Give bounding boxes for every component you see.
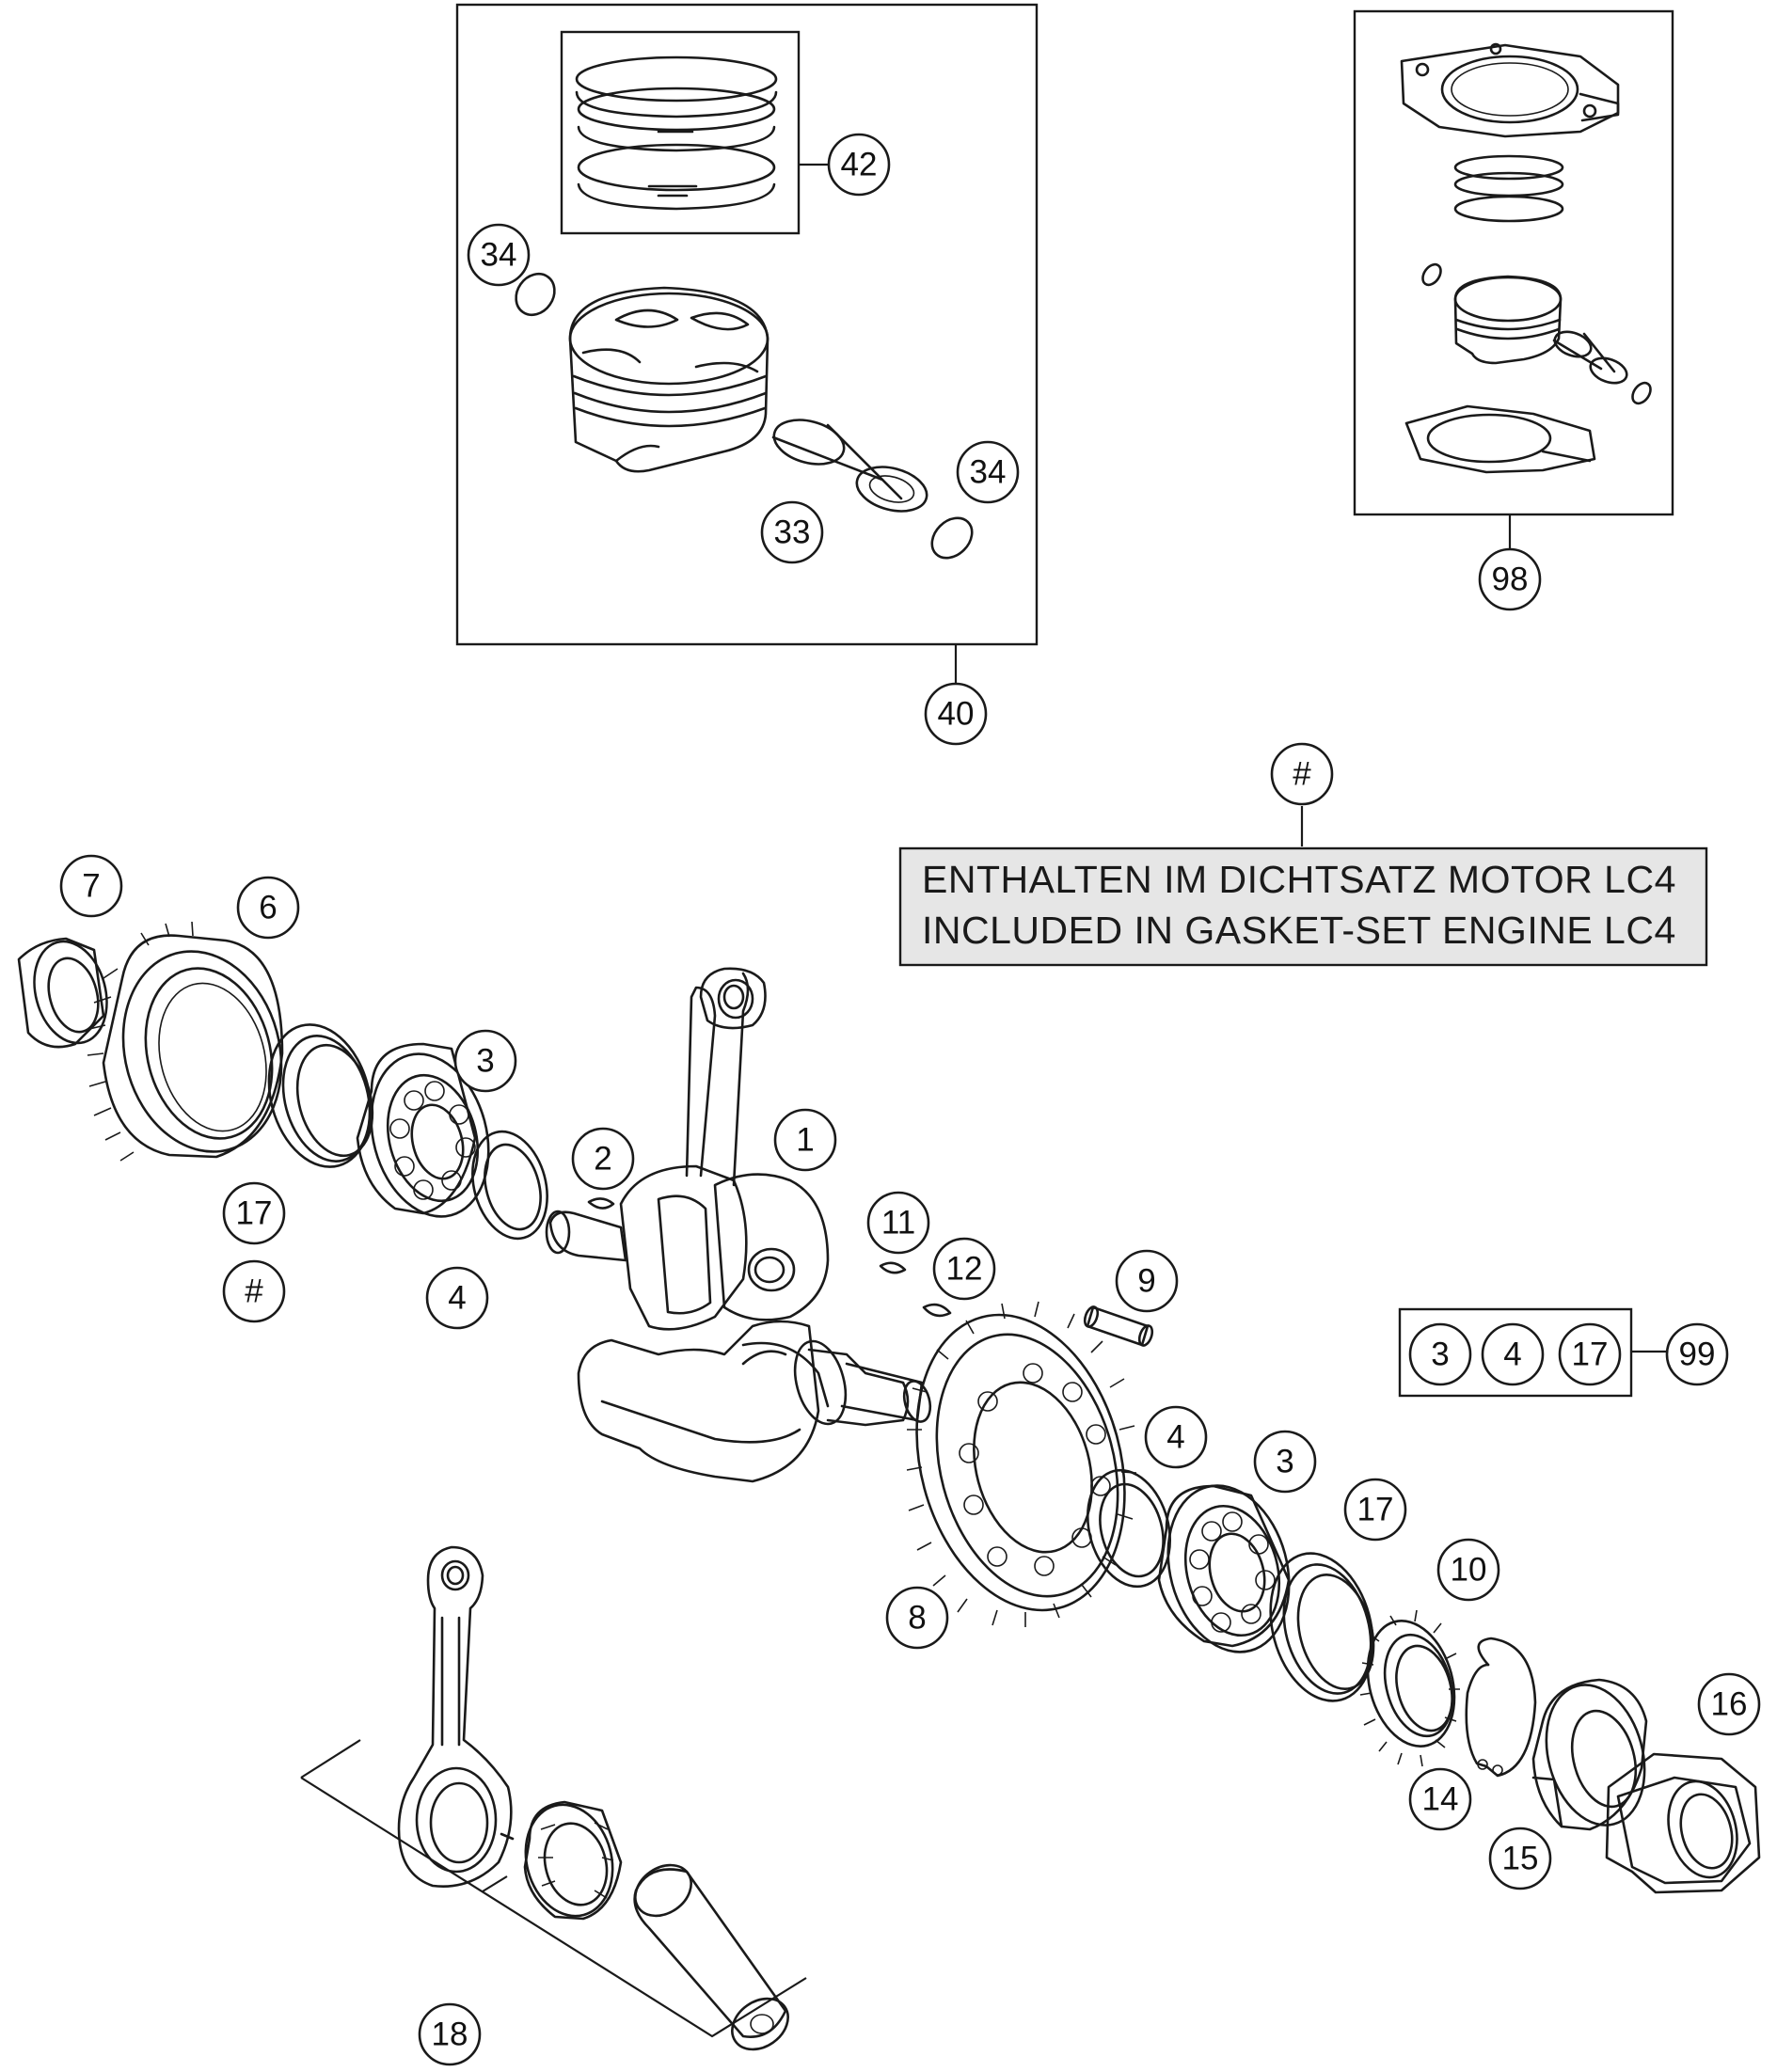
collar-drawing <box>17 937 108 1049</box>
callout: 99 <box>1665 1322 1729 1386</box>
bearing-set-group <box>1398 1307 1667 1398</box>
piston-ring-set-frame <box>560 30 801 235</box>
callout: 9 <box>1115 1249 1179 1313</box>
callout: 33 <box>760 500 824 564</box>
svg-text:12: 12 <box>946 1251 983 1288</box>
circlip-drawing <box>930 516 974 560</box>
svg-text:98: 98 <box>1492 561 1529 598</box>
timing-sprocket-drawing <box>906 1301 1137 1627</box>
piston-pin-drawing <box>771 419 928 513</box>
hex-nut-drawing <box>1605 1752 1761 1894</box>
crankshaft-drawing <box>545 967 932 1483</box>
svg-text:4: 4 <box>1503 1337 1521 1373</box>
callout: 14 <box>1408 1767 1472 1831</box>
callout: 7 <box>59 854 123 918</box>
set-member-callout: 3 <box>1408 1322 1472 1386</box>
callout: # <box>222 1259 286 1323</box>
callout: 16 <box>1697 1672 1761 1736</box>
svg-text:17: 17 <box>1572 1337 1609 1373</box>
circlip-drawing <box>515 272 556 317</box>
callout: 2 <box>571 1127 635 1191</box>
svg-text:99: 99 <box>1679 1337 1716 1373</box>
callout: 34 <box>467 223 531 287</box>
spring-washer-drawing <box>1531 1678 1648 1831</box>
svg-text:9: 9 <box>1137 1263 1155 1300</box>
woodruff-key-drawing <box>587 1197 615 1210</box>
svg-text:3: 3 <box>476 1043 494 1080</box>
callout: 3 <box>1253 1430 1317 1494</box>
svg-text:34: 34 <box>970 454 1007 491</box>
retaining-ring-drawing <box>1465 1637 1537 1778</box>
svg-text:#: # <box>1293 756 1311 793</box>
note-box <box>898 846 1708 967</box>
callout: 1 <box>773 1108 837 1172</box>
note-panel: ENTHALTEN IM DICHTSATZ MOTOR LC4 INCLUDE… <box>898 806 1708 967</box>
callout: 8 <box>885 1586 949 1650</box>
svg-text:17: 17 <box>236 1195 273 1232</box>
note-line-english: INCLUDED IN GASKET-SET ENGINE LC4 <box>922 909 1676 952</box>
callout: 11 <box>866 1191 930 1255</box>
callout: 40 <box>924 682 988 746</box>
callout: 3 <box>453 1029 517 1093</box>
shim-drawing <box>471 1130 548 1241</box>
svg-text:10: 10 <box>1451 1552 1487 1589</box>
head-gasket-drawing <box>1400 43 1620 138</box>
svg-text:17: 17 <box>1357 1492 1394 1528</box>
svg-text:18: 18 <box>432 2017 468 2053</box>
svg-text:3: 3 <box>1431 1337 1449 1373</box>
svg-text:4: 4 <box>448 1280 466 1317</box>
set-member-callout: 17 <box>1558 1322 1622 1386</box>
gasket-kit-frame <box>1353 9 1674 516</box>
svg-text:11: 11 <box>881 1205 915 1242</box>
callout: 12 <box>932 1237 996 1301</box>
woodruff-key-drawing <box>922 1303 952 1318</box>
callout: 98 <box>1478 547 1542 611</box>
svg-text:33: 33 <box>774 514 811 551</box>
piston-kit-group <box>455 3 1039 687</box>
svg-text:14: 14 <box>1422 1781 1459 1818</box>
svg-text:6: 6 <box>259 890 277 926</box>
gasket-kit-group <box>1353 9 1674 550</box>
callout: 18 <box>418 2002 482 2066</box>
callout: 4 <box>1144 1405 1208 1469</box>
small-sprocket-drawing <box>1359 1609 1460 1767</box>
dowel-pin-drawing <box>1083 1305 1154 1347</box>
ball-bearing-drawing <box>356 1042 490 1218</box>
callout: 4 <box>425 1266 489 1330</box>
svg-text:3: 3 <box>1276 1444 1293 1480</box>
note-marker-callout: # <box>1270 742 1334 806</box>
svg-text:#: # <box>245 1273 263 1310</box>
callout: 42 <box>827 133 891 197</box>
note-line-german: ENTHALTEN IM DICHTSATZ MOTOR LC4 <box>922 858 1676 901</box>
svg-text:15: 15 <box>1502 1841 1539 1877</box>
svg-text:34: 34 <box>481 237 517 274</box>
callout: 10 <box>1436 1538 1500 1602</box>
primary-gear-drawing <box>87 921 284 1162</box>
piston-kit-frame <box>455 3 1039 646</box>
woodruff-key-drawing <box>879 1261 907 1274</box>
callout: 17 <box>222 1181 286 1245</box>
svg-text:7: 7 <box>82 868 100 905</box>
piston-drawing <box>568 286 770 473</box>
svg-text:1: 1 <box>796 1122 814 1159</box>
connecting-rod-kit-drawing <box>300 1545 807 2051</box>
svg-text:8: 8 <box>908 1600 926 1637</box>
base-gasket-drawing <box>1404 404 1596 474</box>
shaft-seal-drawing <box>1269 1552 1375 1702</box>
svg-text:2: 2 <box>594 1141 611 1178</box>
svg-text:42: 42 <box>841 147 878 183</box>
shaft-seal-drawing <box>267 1023 374 1168</box>
svg-text:16: 16 <box>1711 1686 1748 1723</box>
svg-text:4: 4 <box>1166 1419 1184 1456</box>
svg-text:40: 40 <box>938 696 975 733</box>
callout: 34 <box>956 440 1020 504</box>
ball-bearing-drawing <box>1157 1484 1291 1653</box>
callout: 6 <box>236 876 300 940</box>
piston-rings-drawing <box>575 55 778 211</box>
callout: 17 <box>1343 1478 1407 1542</box>
callout: 15 <box>1488 1827 1552 1890</box>
set-member-callout: 4 <box>1481 1322 1545 1386</box>
